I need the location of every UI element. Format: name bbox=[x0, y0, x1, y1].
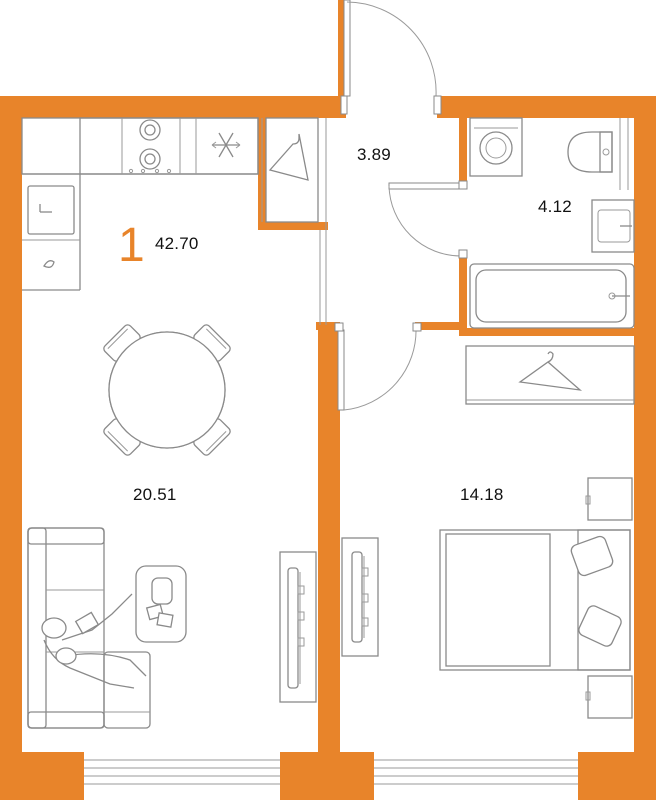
nightstand-top bbox=[585, 477, 633, 521]
kitchen-sink bbox=[27, 185, 75, 235]
snowflake-icon bbox=[211, 132, 241, 158]
total-area-label: 42.70 bbox=[155, 234, 199, 253]
toilet-icon bbox=[567, 131, 613, 173]
window-left bbox=[84, 752, 280, 785]
entrance-door bbox=[340, 0, 442, 115]
person-icon bbox=[41, 593, 147, 689]
tv-stand-living bbox=[279, 551, 317, 703]
bed bbox=[439, 529, 631, 671]
coffee-table bbox=[135, 565, 187, 643]
washing-machine-icon bbox=[469, 117, 523, 177]
bedroom-door bbox=[334, 322, 422, 411]
living-kitchen-area-label: 20.51 bbox=[133, 485, 177, 504]
window-bathroom bbox=[614, 118, 634, 190]
dining-table bbox=[103, 324, 231, 456]
living-opening bbox=[319, 118, 327, 325]
tv-stand-bedroom bbox=[341, 537, 379, 657]
stove-icon bbox=[128, 119, 172, 174]
bathroom-door bbox=[388, 180, 468, 259]
rooms-count: 1 bbox=[118, 219, 145, 272]
bedroom-wardrobe bbox=[465, 345, 635, 405]
bathroom-sink bbox=[591, 199, 635, 253]
hall-wardrobe bbox=[261, 117, 319, 223]
window-right bbox=[374, 752, 578, 785]
kitchen-counter bbox=[21, 117, 259, 291]
bathtub bbox=[469, 263, 635, 329]
hallway-area-label: 3.89 bbox=[357, 145, 391, 164]
nightstand-bottom bbox=[585, 675, 633, 719]
bedroom-area-label: 14.18 bbox=[460, 485, 504, 504]
kitchen-drain-icon bbox=[43, 260, 55, 268]
bathroom-area-label: 4.12 bbox=[538, 197, 572, 216]
